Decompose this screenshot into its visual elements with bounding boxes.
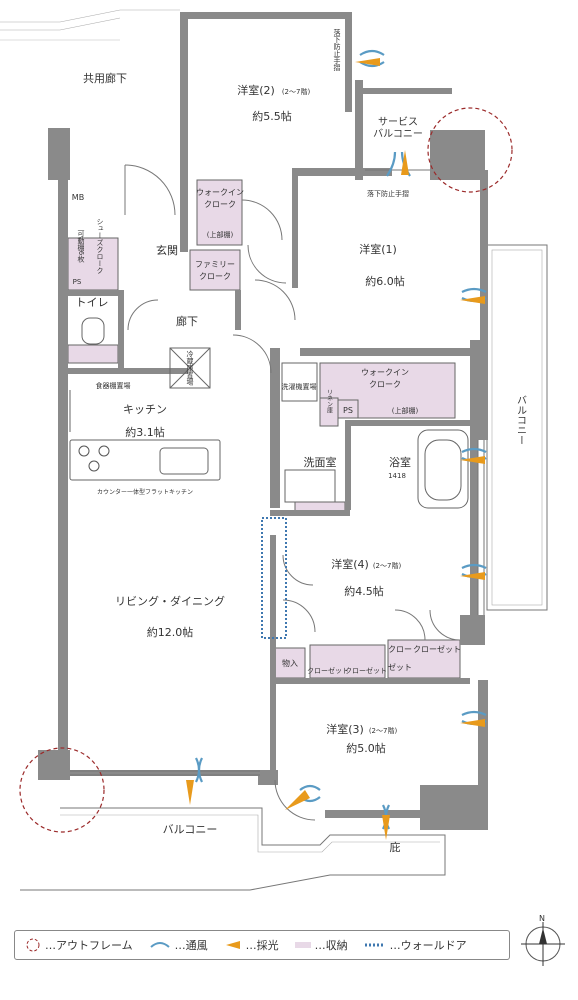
dish-shelf-label: 食器棚置場: [96, 381, 131, 390]
entrance-label: 玄関: [156, 243, 178, 257]
closet-d-label: クローゼット: [413, 644, 461, 654]
stove-icon: [78, 445, 110, 472]
service-balcony-line2: バルコニー: [373, 128, 423, 140]
hallway-label: 廊下: [176, 314, 198, 328]
living-name: リビング・ダイニング: [115, 594, 225, 608]
storage-toilet-shelf: [67, 344, 119, 364]
living-size: 約12.0帖: [147, 625, 194, 639]
ps2-label: PS: [343, 406, 353, 415]
walkin-top-line1: ウォークイン: [196, 188, 244, 197]
washer-label: 洗濯機置場: [282, 382, 317, 391]
family-cloak-line2: クローク: [199, 272, 231, 281]
linen-label: リネン庫: [326, 389, 333, 414]
legend-ventilation-text: …通風: [174, 939, 208, 952]
walkin-mid-line1: ウォークイン: [361, 368, 409, 377]
walldoor-icon: [364, 943, 385, 947]
room1-name: 洋室(1): [359, 242, 397, 256]
room4-name: 洋室(4): [331, 557, 369, 571]
storage-swatch-icon: [294, 942, 311, 948]
bath-name: 浴室: [389, 455, 411, 469]
legend: …アウトフレーム …通風 …採光 …収納 …ウォールドア: [14, 930, 510, 960]
legend-outframe-text: …アウトフレーム: [45, 939, 133, 952]
bath-code: 1418: [388, 472, 406, 480]
legend-storage-text: …収納: [314, 939, 348, 952]
sun-arrow-icon: [225, 941, 240, 949]
balcony-bottom-frame: [20, 807, 446, 891]
storage-walkin-mid: [319, 362, 456, 419]
garden-label: 庇: [390, 840, 401, 854]
rail-service-label: 落下防止手摺: [367, 189, 409, 198]
counter-label: カウンター一体型フラットキッチン: [97, 488, 193, 496]
closet-c2-label: ゼット: [388, 662, 412, 672]
shoe-cloak-label: シューズクローク: [96, 218, 104, 274]
washroom-label: 洗面室: [304, 455, 337, 469]
legend-walldoor: …ウォールドア: [364, 937, 467, 953]
room4-note: (2〜7階): [373, 561, 402, 570]
corridor-top-frame: [0, 9, 180, 41]
movable-shelf-label: 可動棚6枚: [77, 230, 85, 264]
room4-size: 約4.5帖: [344, 584, 384, 598]
kitchen-name: キッチン: [123, 403, 167, 416]
daylight-markers: [186, 58, 485, 840]
room1-size: 約6.0帖: [365, 274, 405, 288]
fridge-label: 冷蔵庫置場: [186, 350, 194, 387]
toilet-label: トイレ: [76, 296, 109, 309]
outframe-markers: [19, 107, 513, 833]
room3-name: 洋室(3): [326, 722, 364, 736]
storage-closet-ab: [309, 644, 386, 679]
balcony-bottom-label: バルコニー: [163, 823, 218, 836]
walls: [38, 12, 488, 830]
walkin-top-upper: (上部棚): [207, 230, 234, 239]
storage-family-cloak: [189, 249, 241, 291]
storage-walkin-top: [196, 179, 243, 246]
legend-ventilation: …通風: [149, 937, 208, 953]
closet-c-label: クロー: [388, 645, 412, 654]
walkin-top-line2: クローク: [204, 200, 236, 209]
room3-size: 約5.0帖: [346, 741, 386, 755]
legend-daylight-text: …採光: [245, 939, 279, 952]
legend-daylight: …採光: [224, 937, 279, 953]
ps1-label: PS: [73, 278, 82, 286]
closet-b-label: クローゼット: [345, 666, 387, 675]
wind-icon: [150, 942, 170, 948]
balcony-right-label: バルコニー: [515, 395, 527, 445]
outframe-icon: [26, 938, 40, 952]
compass-icon: N: [521, 914, 565, 966]
storage-areas: [67, 179, 461, 679]
compass-north-label: N: [539, 914, 545, 923]
room2-note: (2〜7階): [282, 87, 311, 96]
legend-storage: …収納: [294, 937, 348, 953]
corridor-label: 共用廊下: [83, 71, 127, 85]
walkin-mid-line2: クローク: [369, 380, 401, 389]
closet-a-label: クローゼット: [307, 666, 349, 675]
door-swings: [124, 164, 461, 821]
service-balcony-line1: サービス: [378, 116, 418, 128]
thin-lines: [69, 317, 469, 509]
walkin-mid-upper: (上部棚): [392, 406, 419, 415]
room3-note: (2〜7階): [369, 726, 398, 735]
rail-top-label: 落下防止手摺: [333, 28, 341, 72]
room2-name: 洋室(2): [237, 83, 275, 97]
storage-label: 物入: [282, 658, 298, 668]
wall-door: [261, 517, 287, 639]
mb-label: MB: [72, 193, 84, 202]
room-labels: 共用廊下 MB 洋室(2) (2〜7階) 約5.5帖 サービス バルコニー 落下…: [72, 28, 527, 854]
room2-size: 約5.5帖: [252, 109, 292, 123]
storage-closet-cd: [387, 639, 461, 679]
kitchen-size: 約3.1帖: [125, 425, 165, 439]
legend-outframe: …アウトフレーム: [25, 937, 133, 953]
legend-walldoor-text: …ウォールドア: [389, 939, 467, 952]
family-cloak-line1: ファミリー: [195, 260, 235, 269]
